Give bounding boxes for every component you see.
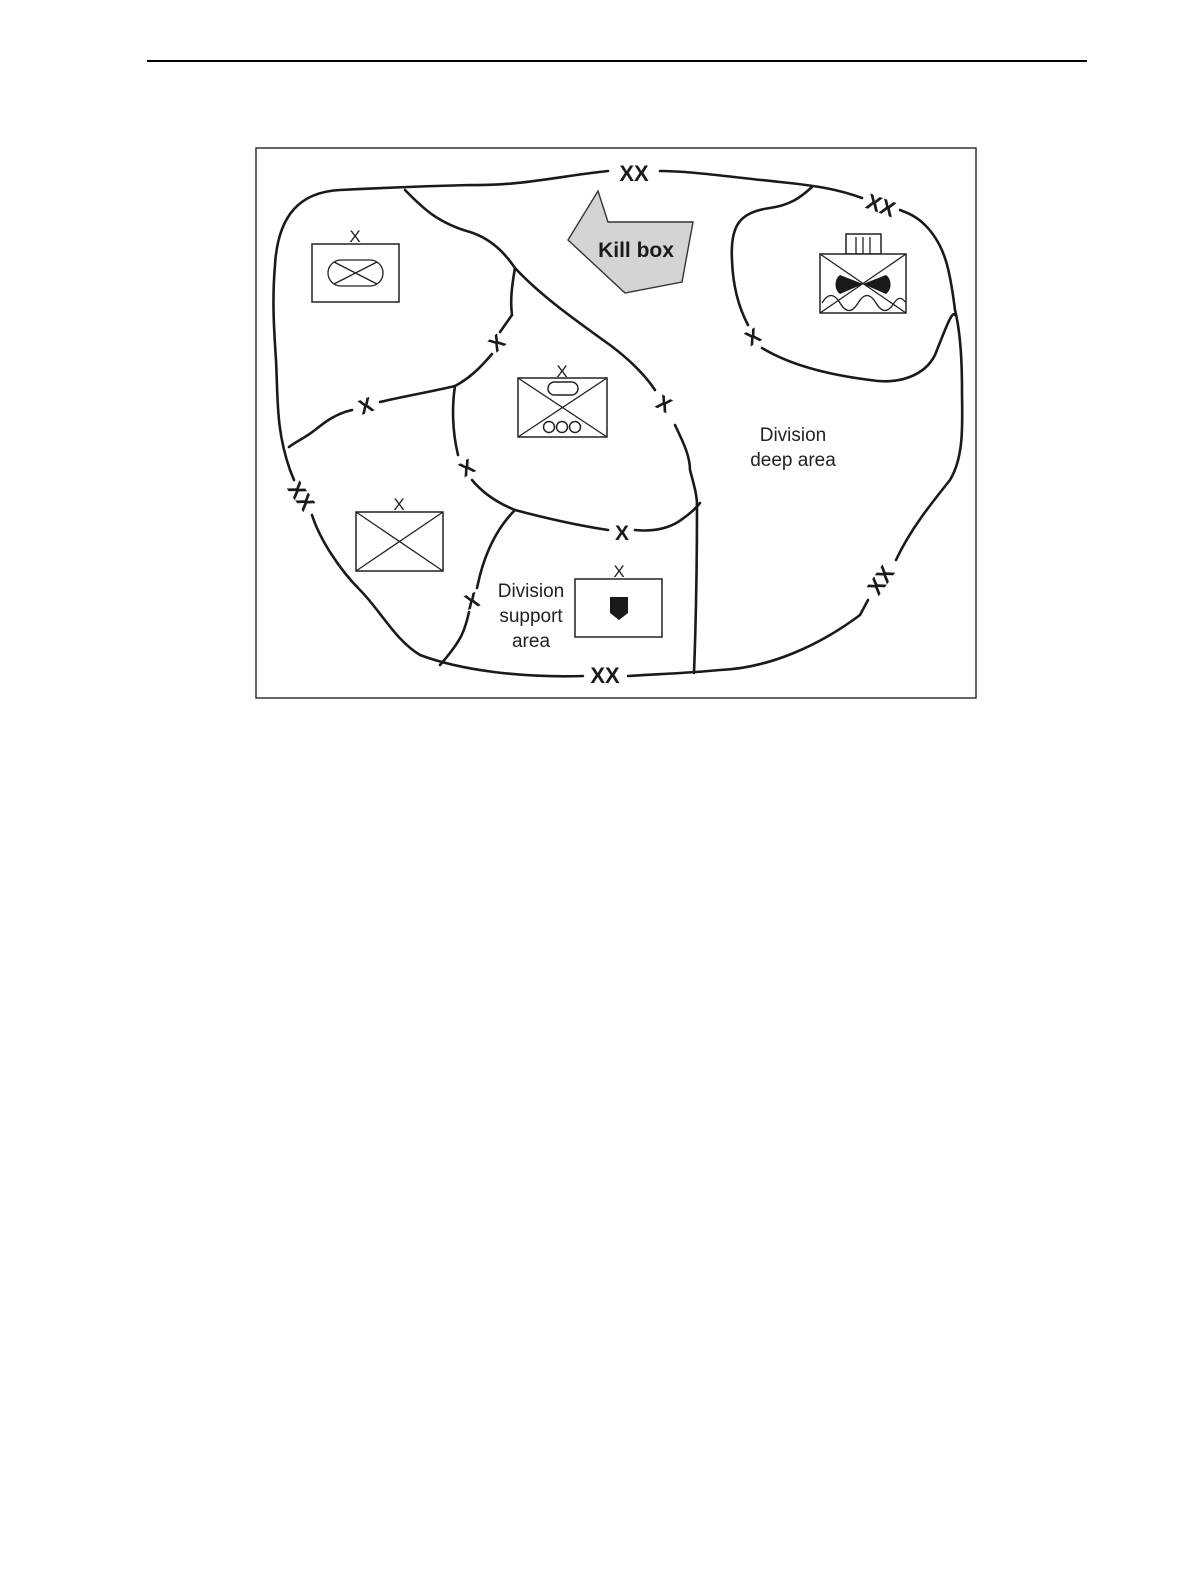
kill-box-label: Kill box <box>598 239 674 262</box>
brigade-marker-4: X <box>455 455 479 482</box>
division-support-area-label: Division support area <box>498 581 565 652</box>
attack-aviation-symbol <box>819 233 907 314</box>
brigade-boundaries <box>287 185 957 675</box>
infantry-brigade-symbol: X <box>355 495 444 572</box>
brigade-marker-6: X <box>462 588 483 614</box>
unit-echelon-marker: X <box>393 495 404 514</box>
mechanized-infantry-brigade-symbol: X <box>517 362 608 438</box>
svg-text:area: area <box>512 631 550 652</box>
svg-text:support: support <box>499 606 563 627</box>
kill-box: Kill box <box>567 189 694 294</box>
brigade-marker-3: X <box>652 391 676 418</box>
boundary-marker-top: XX <box>619 161 649 186</box>
support-brigade-symbol: X <box>574 562 663 638</box>
unit-echelon-marker: X <box>613 562 624 581</box>
unit-echelon-marker: X <box>349 227 360 246</box>
brigade-marker-2: X <box>356 393 377 419</box>
division-deep-area-label: Division deep area <box>750 425 836 471</box>
svg-text:Division: Division <box>760 425 827 446</box>
boundary-marker-west: XX <box>283 477 320 516</box>
division-boundary <box>272 169 964 678</box>
kill-box-arrow <box>567 189 694 294</box>
boundary-marker-southeast: XX <box>862 561 899 600</box>
brigade-marker-5: X <box>615 522 629 545</box>
boundary-marker-northeast: XX <box>863 189 899 223</box>
boundary-marker-bottom: XX <box>590 663 620 688</box>
unit-echelon-marker: X <box>556 362 567 381</box>
brigade-marker-1: X <box>485 330 511 357</box>
svg-text:deep area: deep area <box>750 450 836 471</box>
figure-frame <box>255 147 977 699</box>
header-rule <box>147 60 1087 62</box>
armor-brigade-symbol: X <box>311 227 400 303</box>
svg-text:Division: Division <box>498 581 565 602</box>
